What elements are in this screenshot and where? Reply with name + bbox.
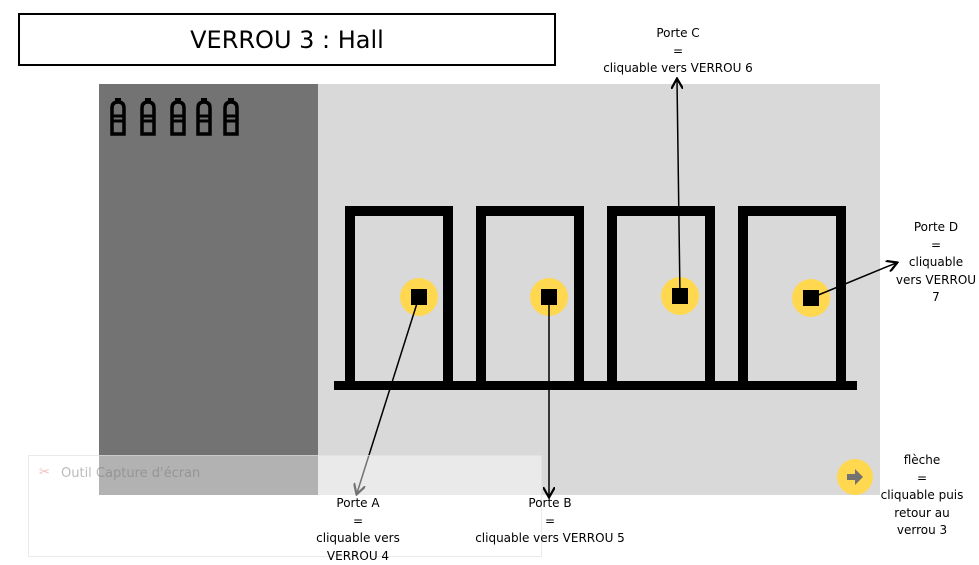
note-line: Porte C bbox=[656, 26, 700, 40]
arrow-to-porte-c bbox=[677, 80, 680, 297]
door-b-frame bbox=[476, 206, 584, 383]
arrow-to-porte-d bbox=[810, 263, 896, 299]
floor-bar bbox=[334, 381, 857, 390]
note-line: = bbox=[352, 513, 364, 528]
note-line: Porte B bbox=[528, 496, 572, 510]
arrow-to-porte-a bbox=[357, 296, 420, 493]
note-line: Porte A bbox=[336, 496, 380, 510]
note-line: flèche bbox=[903, 453, 941, 467]
note-porte-a: Porte A = cliquable vers VERROU 4 bbox=[290, 495, 426, 565]
note-porte-d: Porte D = cliquable vers VERROU 7 bbox=[893, 219, 979, 307]
note-line: retour au bbox=[894, 505, 950, 520]
door-a-frame bbox=[345, 206, 453, 383]
note-porte-b: Porte B = cliquable vers VERROU 5 bbox=[472, 495, 628, 548]
screenshot-tool-label: Outil Capture d'écran bbox=[61, 466, 201, 481]
note-porte-c: Porte C = cliquable vers VERROU 6 bbox=[598, 25, 758, 78]
door-c-frame bbox=[607, 206, 715, 383]
note-line: = bbox=[544, 513, 556, 528]
return-arrow-button[interactable] bbox=[837, 459, 873, 495]
note-fleche: flèche = cliquable puis retour au verrou… bbox=[876, 452, 968, 540]
note-line: cliquable puis bbox=[880, 488, 964, 502]
note-line: cliquable vers VERROU 4 bbox=[316, 531, 400, 563]
scene bbox=[99, 0, 979, 549]
door-d-frame bbox=[738, 206, 846, 383]
note-line: Porte D bbox=[913, 220, 959, 234]
note-line: = bbox=[672, 43, 684, 58]
note-line: vers VERROU bbox=[895, 272, 977, 287]
note-line: cliquable vers VERROU 5 bbox=[475, 531, 625, 545]
note-line: = bbox=[916, 470, 928, 485]
dark-panel bbox=[99, 84, 318, 495]
page-title: VERROU 3 : Hall bbox=[18, 13, 556, 66]
screenshot-tool-overlay: ✂ Outil Capture d'écran bbox=[28, 455, 542, 557]
note-line: = bbox=[930, 237, 942, 252]
note-line: 7 bbox=[932, 290, 940, 304]
snipping-tool-icon: ✂ bbox=[39, 465, 50, 480]
arrow-right-icon bbox=[847, 469, 863, 485]
note-line: verrou 3 bbox=[896, 523, 948, 537]
note-line: cliquable vers VERROU 6 bbox=[603, 61, 753, 75]
note-line: cliquable bbox=[908, 255, 964, 269]
